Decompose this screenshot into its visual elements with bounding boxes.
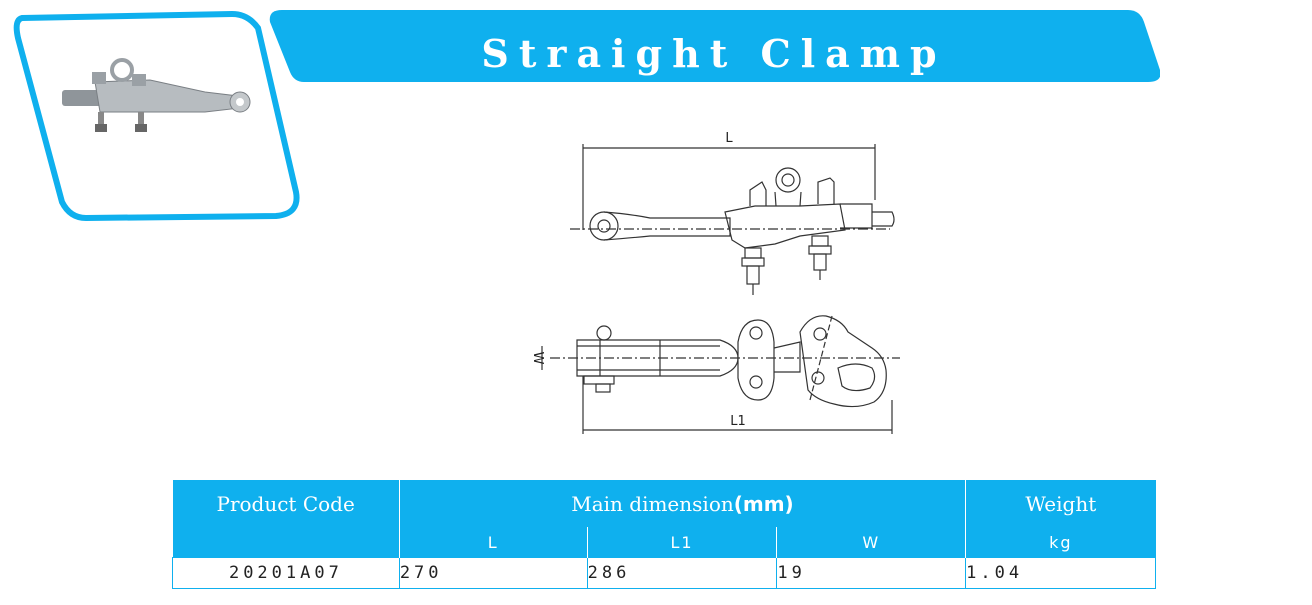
cell-w: 19 — [776, 557, 967, 589]
header-unit: (mm) — [733, 491, 794, 516]
table-row: 20201A07 270 286 19 1.04 — [172, 557, 1156, 589]
dim-label-w: W — [530, 352, 545, 365]
technical-drawing: L W L1 — [530, 131, 900, 434]
cell-product-code: 20201A07 — [172, 557, 400, 589]
header-product-code: Product Code — [172, 480, 400, 527]
spec-table: Product Code Main dimension(mm) Weight L… — [172, 480, 1156, 589]
dim-label-l: L — [725, 131, 733, 146]
clamp-photo — [62, 58, 251, 132]
header-main-dimension: Main dimension(mm) — [398, 480, 966, 527]
subheader-l: L — [398, 527, 588, 558]
cell-l: 270 — [398, 557, 588, 589]
page-title: Straight Clamp — [481, 31, 947, 76]
header-main-dimension-label: Main dimension — [571, 491, 734, 516]
product-thumbnail — [13, 10, 300, 222]
subheader-kg: kg — [965, 527, 1156, 558]
title-banner — [269, 10, 1160, 82]
dim-label-l1: L1 — [730, 414, 746, 429]
header-weight: Weight — [965, 480, 1156, 527]
subheader-l1: L1 — [586, 527, 777, 558]
table-subheader-row: L L1 W kg — [172, 527, 1156, 558]
cell-l1: 286 — [586, 557, 778, 589]
table-header-row: Product Code Main dimension(mm) Weight — [172, 480, 1156, 527]
subheader-empty — [172, 527, 400, 558]
cell-weight: 1.04 — [965, 557, 1156, 589]
subheader-w: W — [776, 527, 966, 558]
